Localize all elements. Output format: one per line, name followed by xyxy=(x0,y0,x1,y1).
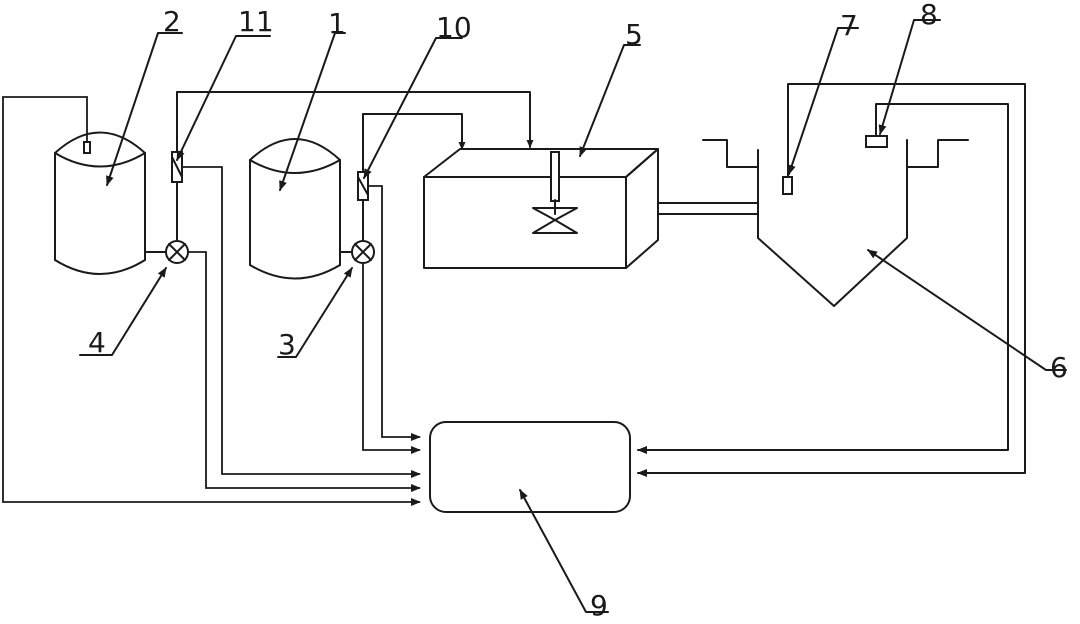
label-3: 3 xyxy=(278,328,296,361)
label-9: 9 xyxy=(590,589,608,622)
label-8: 8 xyxy=(920,0,938,31)
sensor-8 xyxy=(637,103,1009,454)
stirrer-shaft xyxy=(550,151,560,202)
tank-2 xyxy=(54,131,146,275)
label-10: 10 xyxy=(436,11,472,44)
label-5: 5 xyxy=(625,18,643,51)
sensor-7 xyxy=(637,83,1026,477)
label-2: 2 xyxy=(163,5,181,38)
signal-lines xyxy=(2,96,421,506)
flowmeter-11 xyxy=(171,91,183,242)
controller-9 xyxy=(429,421,631,513)
reactor-5 xyxy=(423,148,659,269)
settler-6 xyxy=(702,139,969,307)
pump-3 xyxy=(339,240,375,264)
leader-lines xyxy=(79,19,1067,613)
label-1: 1 xyxy=(328,7,346,40)
dosing-lines xyxy=(176,91,534,150)
flowmeter-10 xyxy=(357,113,369,242)
level-sensor-tank-2 xyxy=(83,141,91,154)
label-4: 4 xyxy=(88,326,106,359)
label-11: 11 xyxy=(238,5,274,38)
label-6: 6 xyxy=(1050,351,1068,384)
tank-1 xyxy=(249,138,341,280)
label-7: 7 xyxy=(840,9,858,42)
connecting-pipe xyxy=(657,202,759,215)
pump-4 xyxy=(144,240,189,264)
